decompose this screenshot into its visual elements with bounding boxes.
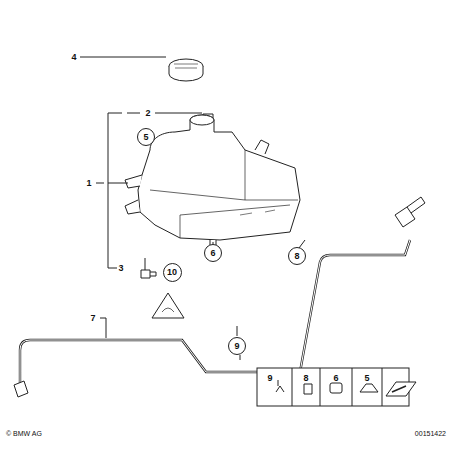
callout-circle: 8 — [288, 247, 306, 265]
footer-text: 00151422 — [415, 430, 446, 437]
callout-number: 2 — [145, 109, 150, 118]
callout-number: 9 — [267, 374, 272, 383]
callout-number: 5 — [143, 133, 148, 142]
callout-number: 9 — [234, 342, 239, 351]
callout-number: 6 — [210, 249, 215, 258]
callout-number: 7 — [90, 314, 95, 323]
callout-circle: 9 — [228, 337, 246, 355]
callout-number: 1 — [86, 179, 91, 188]
callout-number: 8 — [294, 252, 299, 261]
callout-circle: 10 — [163, 263, 182, 282]
callout-circle: 6 — [204, 244, 222, 262]
callout-number: 10 — [167, 268, 177, 277]
callout-number: 5 — [364, 374, 369, 383]
callout-circle: 5 — [137, 128, 155, 146]
callout-number: 4 — [71, 53, 76, 62]
callout-number: 3 — [118, 264, 123, 273]
callout-number: 6 — [333, 374, 338, 383]
footer-text: © BMW AG — [6, 430, 42, 437]
callout-number: 8 — [303, 374, 308, 383]
